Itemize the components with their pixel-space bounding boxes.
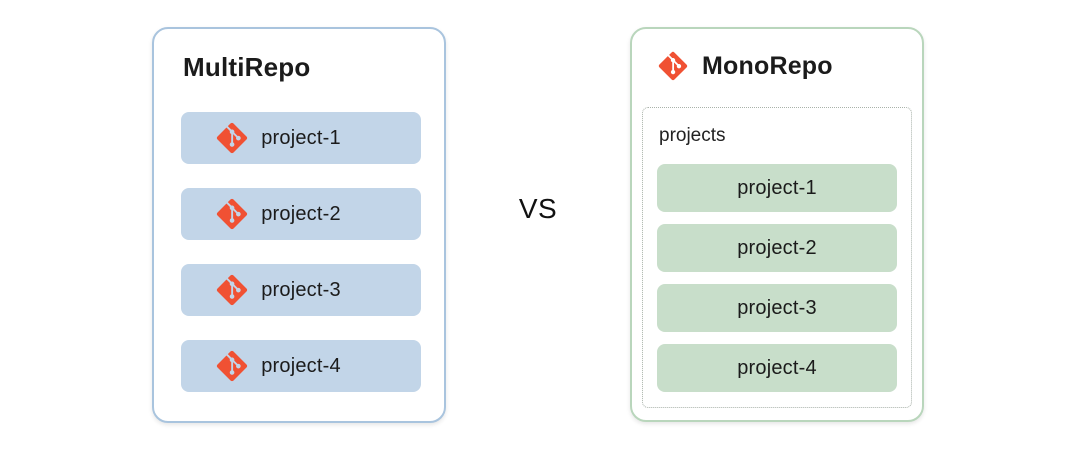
project-label: project-3 <box>261 278 341 301</box>
multirepo-project-row: project-4 <box>181 340 421 392</box>
projects-group-label: projects <box>659 125 726 146</box>
projects-group-box: projects project-1 project-2 project-3 p… <box>642 107 912 408</box>
multirepo-title: MultiRepo <box>183 52 311 82</box>
project-label: project-4 <box>261 354 341 377</box>
multirepo-project-list: project-1 project-2 project-3 project-4 <box>181 112 421 416</box>
project-label: project-2 <box>261 202 341 225</box>
monorepo-project-list: project-1 project-2 project-3 project-4 <box>657 164 897 404</box>
git-icon <box>216 274 248 306</box>
project-label: project-4 <box>737 356 817 379</box>
git-icon <box>216 122 248 154</box>
git-icon <box>658 51 688 81</box>
project-label: project-2 <box>737 236 817 259</box>
multirepo-project-row: project-2 <box>181 188 421 240</box>
multirepo-project-row: project-3 <box>181 264 421 316</box>
monorepo-project-row: project-3 <box>657 284 897 332</box>
project-label: project-1 <box>737 176 817 199</box>
project-label: project-1 <box>261 126 341 149</box>
project-label: project-3 <box>737 296 817 319</box>
monorepo-project-row: project-4 <box>657 344 897 392</box>
monorepo-project-row: project-1 <box>657 164 897 212</box>
multirepo-panel: MultiRepo project-1 project-2 project-3 … <box>152 27 446 423</box>
monorepo-panel: MonoRepo projects project-1 project-2 pr… <box>630 27 924 422</box>
monorepo-title-row: MonoRepo <box>658 51 833 81</box>
git-icon <box>216 198 248 230</box>
multirepo-project-row: project-1 <box>181 112 421 164</box>
git-icon <box>216 350 248 382</box>
monorepo-project-row: project-2 <box>657 224 897 272</box>
monorepo-title: MonoRepo <box>702 52 833 80</box>
vs-label: VS <box>518 193 558 224</box>
